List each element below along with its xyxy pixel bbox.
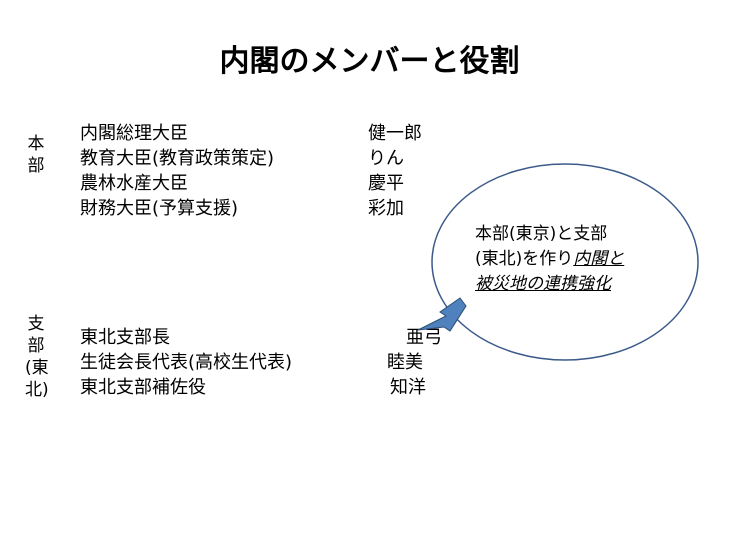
callout-line-3: 被災地の連携強化 (475, 269, 611, 294)
honbu-name-1: りん (368, 148, 404, 169)
honbu-role-1: 教育大臣(教育政策策定) (80, 148, 275, 169)
callout-line-2-emph: 内閣と (573, 249, 625, 269)
honbu-name-0: 健一郎 (368, 123, 422, 144)
shibu-role-2: 東北支部補佐役 (80, 377, 206, 398)
shibu-name-1: 睦美 (387, 352, 423, 373)
callout-line-2: (東北)を作り内閣と (475, 244, 624, 269)
callout-line-1: 本部(東京)と支部 (475, 224, 608, 244)
honbu-role-0: 内閣総理大臣 (80, 123, 188, 144)
callout-line-3-emph: 被災地の連携強化 (475, 274, 611, 294)
callout-ellipse (431, 163, 699, 361)
shibu-name-0: 亜弓 (406, 327, 442, 348)
honbu-role-3: 財務大臣(予算支援) (80, 198, 239, 219)
shibu-role-1: 生徒会長代表(高校生代表) (80, 352, 293, 373)
honbu-name-2: 慶平 (368, 173, 404, 194)
section-label-shibu: 支部(東北) (25, 314, 49, 400)
page-title: 内閣のメンバーと役割 (219, 44, 520, 79)
section-label-honbu: 本部 (27, 134, 45, 176)
arrow-icon (417, 297, 467, 332)
shibu-name-2: 知洋 (390, 377, 426, 398)
honbu-role-2: 農林水産大臣 (80, 173, 188, 194)
shibu-role-0: 東北支部長 (80, 327, 170, 348)
callout-line-2-plain: (東北)を作り (475, 249, 574, 269)
honbu-name-3: 彩加 (368, 198, 404, 219)
